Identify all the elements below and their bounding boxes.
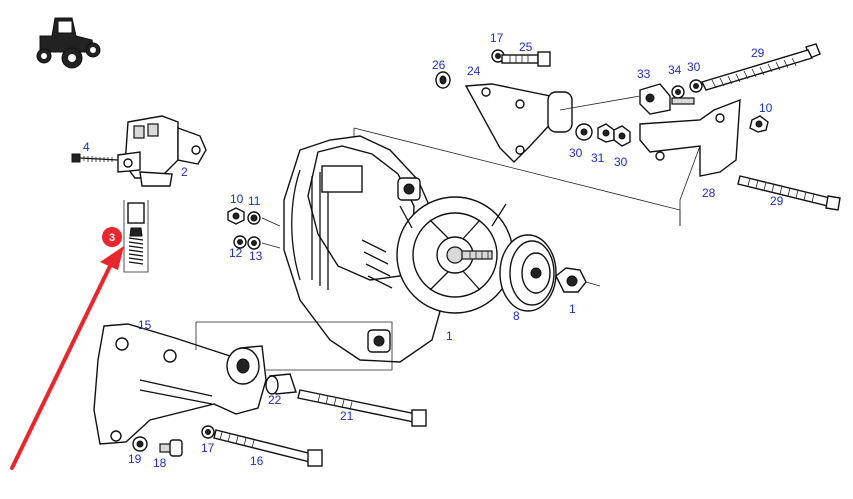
label-part-10-left: 10 [230,192,244,206]
tractor-icon [36,17,101,69]
alternator-shaft [461,250,493,260]
callout-badge: 3 [102,227,122,247]
nut-10-right [749,115,769,133]
upper-bracket-24 [464,83,573,163]
label-part-2: 2 [181,165,188,179]
spacer-22 [265,373,297,395]
label-part-16: 16 [250,454,264,468]
label-part-19: 19 [128,452,142,466]
label-part-25: 25 [519,40,533,54]
label-part-1-alternator: 1 [446,329,453,343]
pulley-nut [555,267,601,293]
bolt-29-bottom [737,175,841,211]
label-part-8: 8 [513,309,520,323]
small-hardware-top [559,79,703,147]
label-part-30-left: 30 [569,146,583,160]
label-part-33: 33 [637,67,651,81]
alternator-body [283,127,681,363]
bolt-25-and-washer-17 [491,49,551,67]
label-part-17-top: 17 [490,31,504,45]
label-part-29-top: 29 [751,46,765,60]
part-labels: 1 1 2 4 8 10 10 11 12 13 15 16 17 17 18 … [83,31,784,470]
label-part-1-nut: 1 [569,302,576,316]
brush-spring-part [123,200,149,273]
label-part-10-right: 10 [759,101,773,115]
label-part-4: 4 [83,140,90,154]
label-part-31: 31 [591,151,605,165]
bracket-28 [639,98,741,226]
callout-number: 3 [109,232,115,244]
label-part-30-right: 30 [614,155,628,169]
spacer-26 [435,71,451,89]
highlight-arrow [10,246,124,470]
lower-bracket-15 [93,321,393,445]
label-part-24: 24 [467,64,481,78]
label-part-34: 34 [668,63,682,77]
label-part-28: 28 [702,186,716,200]
label-part-11: 11 [248,194,261,208]
label-part-18: 18 [153,456,167,470]
label-part-29-bottom: 29 [770,194,784,208]
washer-19-screw-18 [132,436,183,457]
label-part-13: 13 [249,249,263,263]
nut-washer-set-left [227,207,281,250]
label-part-12: 12 [229,246,243,260]
label-part-21: 21 [340,409,354,423]
pulley-part [499,234,557,312]
bolt-29-top [701,43,821,91]
regulator-part [117,115,207,187]
label-part-17-bottom: 17 [201,441,215,455]
screw-4 [71,153,119,163]
label-part-26: 26 [432,58,446,72]
label-part-15: 15 [138,318,152,332]
bolt-16 [201,425,323,467]
bolt-21 [297,389,427,427]
label-part-30-top: 30 [687,60,701,74]
label-part-22: 22 [268,393,282,407]
